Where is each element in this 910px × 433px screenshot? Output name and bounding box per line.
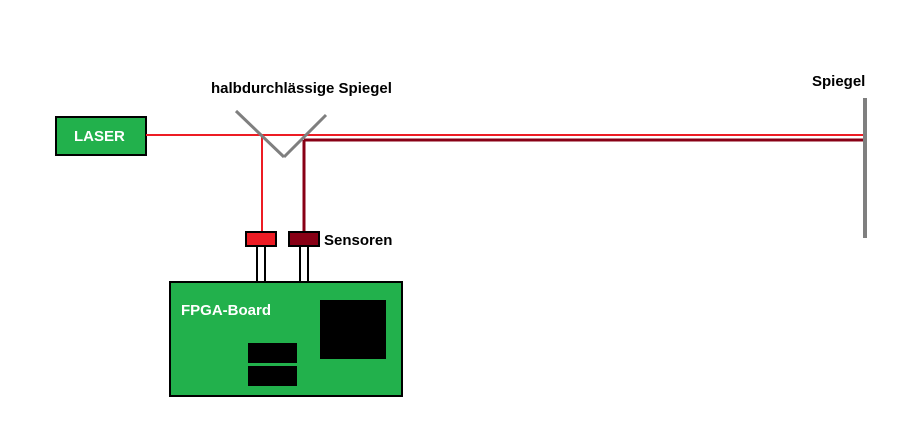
half-mirror-left	[234, 109, 286, 159]
laser-label: LASER	[74, 128, 125, 145]
half-mirror-label: halbdurchlässige Spiegel	[211, 80, 392, 97]
mirror-label: Spiegel	[812, 73, 866, 90]
fpga-chip-large	[320, 300, 386, 359]
sensor-2	[288, 231, 320, 247]
half-mirror-right	[282, 113, 328, 159]
fpga-label: FPGA-Board	[181, 302, 271, 319]
sensors-label: Sensoren	[324, 232, 393, 249]
sensor-1	[245, 231, 277, 247]
fpga-chip-small-top	[248, 343, 297, 363]
laser-box	[55, 116, 147, 156]
fpga-chip-small-bottom	[248, 366, 297, 386]
